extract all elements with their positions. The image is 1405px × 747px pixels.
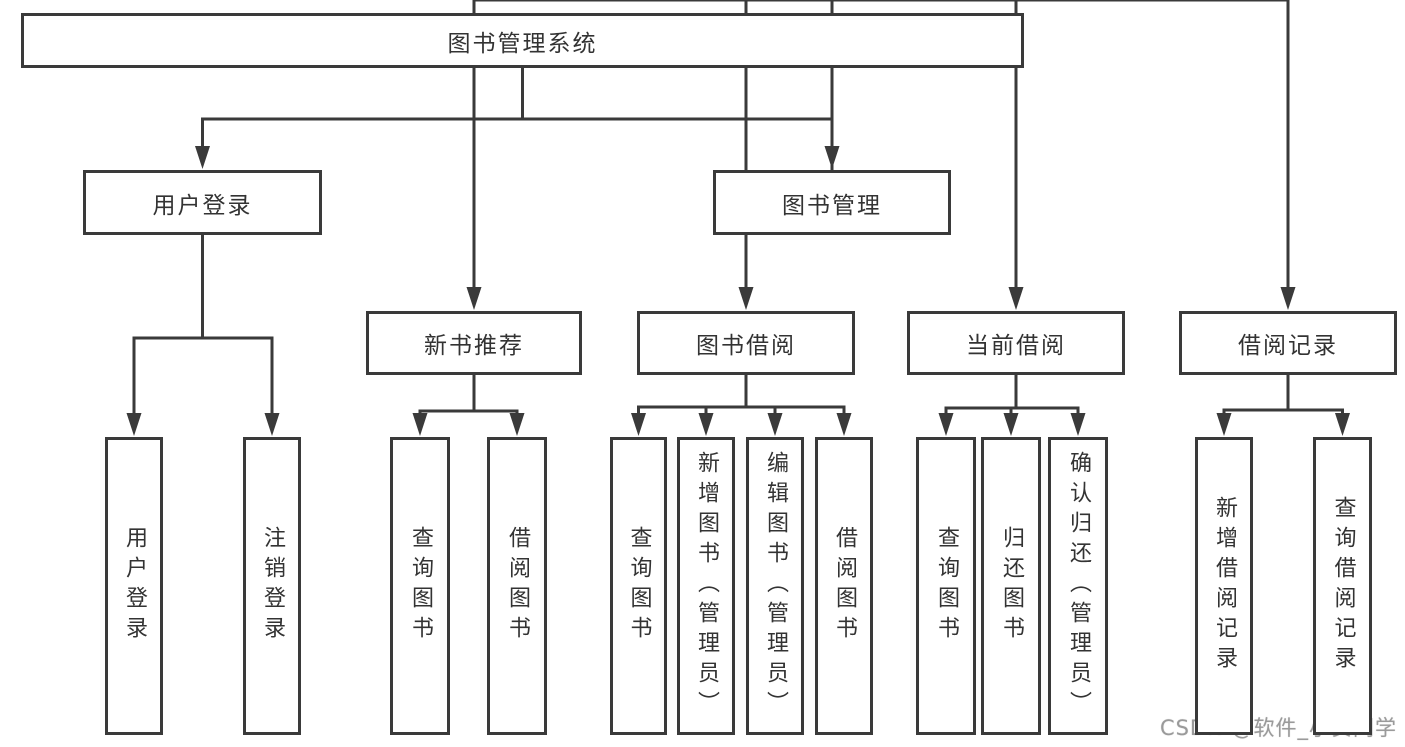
node-label-cb-confirm: 确认归还（管理员）	[1066, 451, 1091, 721]
node-label-current-borrow: 当前借阅	[966, 333, 1066, 359]
node-label-book-borrow: 图书借阅	[696, 333, 796, 359]
node-nbr-borrow: 借阅图书	[487, 437, 547, 735]
node-book-borrow: 图书借阅	[637, 311, 855, 375]
node-label-book-mgmt: 图书管理	[782, 192, 882, 219]
node-label-nbr-query: 查询图书	[408, 526, 433, 646]
node-leaf-user-login: 用户登录	[105, 437, 163, 735]
node-label-leaf-user-login: 用户登录	[122, 526, 147, 646]
node-label-user-login: 用户登录	[152, 192, 253, 219]
node-bb-borrow: 借阅图书	[815, 437, 873, 735]
node-label-br-add: 新增借阅记录	[1212, 496, 1237, 676]
node-nbr-query: 查询图书	[390, 437, 450, 735]
node-root: 图书管理系统	[21, 13, 1024, 68]
node-cb-return: 归还图书	[981, 437, 1041, 735]
node-leaf-logout: 注销登录	[243, 437, 301, 735]
node-book-mgmt: 图书管理	[713, 170, 951, 235]
node-label-bb-add: 新增图书（管理员）	[694, 451, 719, 721]
node-borrow-records: 借阅记录	[1179, 311, 1397, 375]
node-label-new-book-rec: 新书推荐	[424, 333, 524, 359]
node-label-bb-edit: 编辑图书（管理员）	[763, 451, 788, 721]
node-label-bb-borrow: 借阅图书	[832, 526, 857, 646]
node-bb-query: 查询图书	[610, 437, 667, 735]
node-br-add: 新增借阅记录	[1195, 437, 1253, 735]
node-label-bb-query: 查询图书	[626, 526, 652, 646]
node-cb-confirm: 确认归还（管理员）	[1048, 437, 1108, 735]
node-bb-edit: 编辑图书（管理员）	[746, 437, 804, 735]
node-label-borrow-records: 借阅记录	[1238, 333, 1338, 359]
node-label-cb-return: 归还图书	[999, 526, 1024, 646]
node-cb-query: 查询图书	[916, 437, 976, 735]
node-br-query: 查询借阅记录	[1313, 437, 1372, 735]
node-label-br-query: 查询借阅记录	[1330, 496, 1356, 676]
node-label-cb-query: 查询图书	[934, 526, 959, 646]
node-user-login: 用户登录	[83, 170, 322, 235]
node-label-nbr-borrow: 借阅图书	[505, 526, 530, 646]
node-label-root: 图书管理系统	[447, 30, 598, 57]
node-bb-add: 新增图书（管理员）	[677, 437, 735, 735]
node-current-borrow: 当前借阅	[907, 311, 1125, 375]
node-label-leaf-logout: 注销登录	[260, 526, 285, 646]
node-new-book-rec: 新书推荐	[366, 311, 582, 375]
